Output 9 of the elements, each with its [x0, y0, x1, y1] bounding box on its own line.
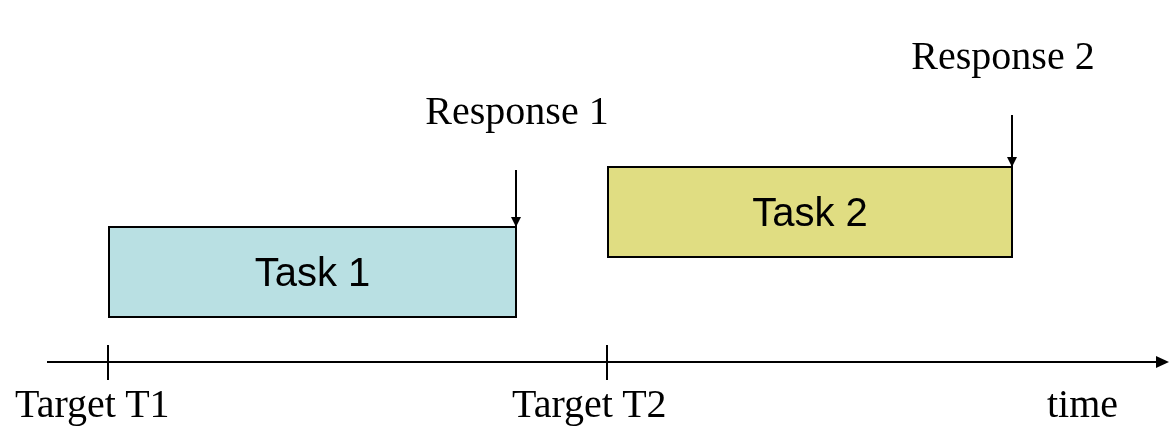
- tick-label: Target T2: [512, 380, 667, 427]
- axis-label: time: [1047, 380, 1119, 427]
- arrow: [1007, 114, 1017, 167]
- arrow: [511, 169, 521, 227]
- task-box: Task 2: [607, 166, 1013, 258]
- response-label: Response 2: [908, 0, 1098, 112]
- task-box: Task 1: [108, 226, 517, 318]
- tick-label: Target T1: [15, 380, 170, 427]
- response-label: Response 1: [422, 55, 612, 167]
